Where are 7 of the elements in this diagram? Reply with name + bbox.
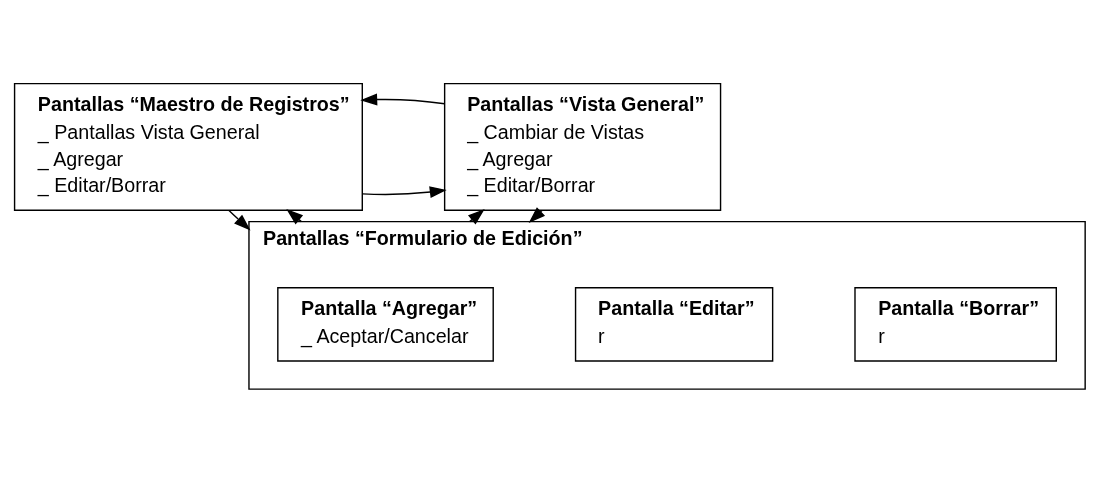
node-box: Pantalla “Borrar” r (854, 287, 1057, 362)
node-box: Pantallas “Maestro de Registros” _ Pantallas Vista General _ Agregar _ Editar/Borrar (13, 82, 363, 212)
arrow (228, 209, 251, 231)
arrow (361, 186, 447, 198)
node-box: Pantalla “Agregar” _ Aceptar/Cancelar (277, 287, 494, 362)
arrow (360, 93, 446, 106)
node-box: Pantalla “Editar” r (574, 287, 774, 362)
